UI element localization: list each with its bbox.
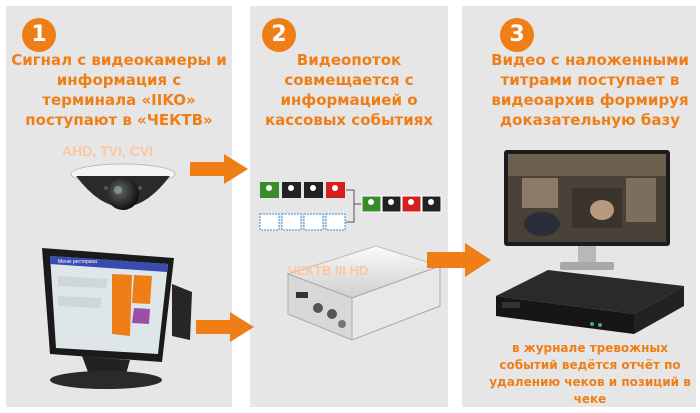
step-2-badge: 2 [262,18,296,52]
device-name-label: ЧЕКТВ III HD [288,263,369,278]
monitor-icon [504,150,670,270]
camera-formats-label: AHD, TVI, CVI [62,143,154,159]
event-icon-row-top [260,182,345,198]
arrow-device-to-archive [427,243,491,277]
dome-camera-icon [70,163,176,210]
pos-header: Меню ресторана [58,259,97,265]
arrow-camera-to-device [190,154,248,184]
step-1-text: Сигнал с видеокамеры и информация с терм… [11,51,227,129]
events-merge-diagram [259,182,442,231]
archive-footnote: в журнале тревожных событий ведётся отчё… [489,341,691,406]
step-3-text: Видео с наложенными титрами поступает в … [491,51,689,129]
step-3-badge: 3 [500,18,534,52]
step-2-text: Видеопоток совмещается с информацией о к… [264,51,434,129]
step-1-badge: 1 [22,18,56,52]
event-icon-row-bottom [259,213,346,231]
chektv-device-icon [286,245,442,341]
dvr-icon [496,270,684,334]
arrow-terminal-to-device [196,312,254,342]
pos-terminal-icon: Меню ресторана [42,248,192,389]
